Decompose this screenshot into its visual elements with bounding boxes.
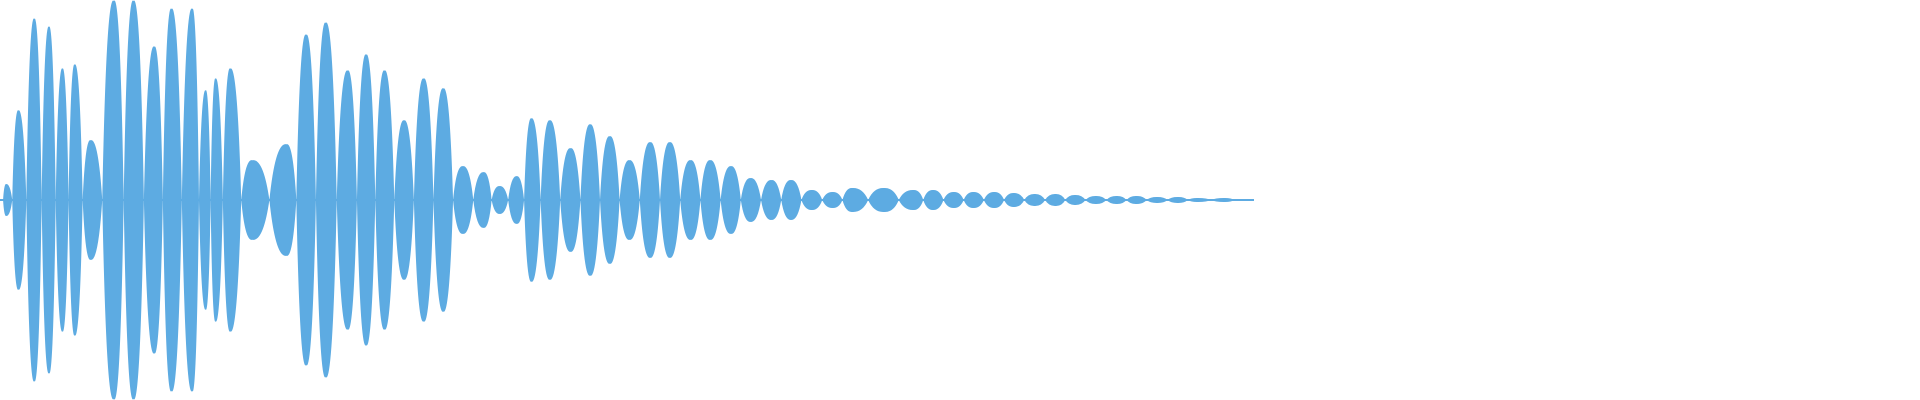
waveform-lobe [269, 144, 297, 256]
waveform-lobe [181, 8, 199, 392]
waveform-lobe [660, 142, 681, 258]
waveform-lobe [336, 70, 357, 330]
waveform-lobe [639, 142, 660, 258]
waveform-lobe [1126, 196, 1147, 204]
waveform-lobe [296, 34, 316, 366]
waveform-lobe [540, 120, 561, 280]
waveform-lobe [560, 148, 581, 252]
waveform-lobe [473, 172, 492, 228]
waveform-lobe [1106, 196, 1127, 204]
waveform-lobe [26, 18, 42, 382]
waveform-lobe [162, 8, 182, 392]
waveform-lobe [3, 184, 13, 216]
waveform-lobe [82, 140, 103, 260]
waveform-lobe [315, 22, 337, 378]
waveform-lobe [781, 180, 802, 220]
waveform-lobe [580, 124, 600, 276]
waveform-lobe [740, 178, 762, 222]
waveform-lobe [842, 188, 869, 212]
waveform-lobe [1024, 194, 1046, 206]
waveform-lobe [222, 68, 242, 332]
waveform-lobe [1211, 198, 1235, 202]
waveform-lobe [943, 192, 964, 208]
waveform-lobe [700, 160, 721, 240]
waveform-lobe [923, 190, 944, 210]
waveform-lobe [898, 190, 924, 210]
waveform-lobe [375, 70, 395, 330]
waveform-lobe [524, 118, 541, 282]
waveform-lobe [356, 54, 376, 346]
waveform-lobe [68, 64, 83, 336]
waveform-lobe [12, 110, 27, 290]
waveform-lobe [210, 78, 223, 322]
waveform-lobe [1146, 197, 1168, 203]
waveform-lobe [143, 46, 163, 354]
waveform-lobe [720, 166, 741, 234]
waveform-lobe [963, 192, 984, 208]
waveform-lobe [983, 192, 1005, 208]
waveform-lobe [600, 136, 620, 264]
waveform-lobe [198, 90, 211, 310]
waveform-lobe [1004, 193, 1025, 207]
waveform-lobe [123, 0, 144, 400]
waveform-lobe [433, 88, 454, 312]
waveform-lobe [1045, 194, 1066, 206]
waveform-lobe [801, 190, 823, 210]
waveform-lobe [102, 0, 124, 400]
waveform-lobe [822, 192, 843, 208]
waveform-lobe [508, 176, 525, 224]
waveform-lobe [453, 166, 474, 234]
waveform-lobe [619, 160, 640, 240]
waveform-lobe [1167, 197, 1188, 203]
waveform-lobe [868, 188, 899, 212]
waveform-lobe [1065, 195, 1086, 205]
waveform-lobe [394, 120, 414, 280]
waveform-lobe [491, 186, 509, 214]
waveform-lobe [413, 78, 434, 322]
waveform-lobe [41, 26, 56, 374]
waveform-lobe [241, 160, 270, 240]
waveform-lobe [1085, 196, 1107, 204]
waveform-lobe [55, 68, 69, 332]
waveform-lobe [1187, 198, 1212, 202]
waveform-lobe [680, 160, 701, 240]
waveform-lobe [761, 180, 782, 220]
